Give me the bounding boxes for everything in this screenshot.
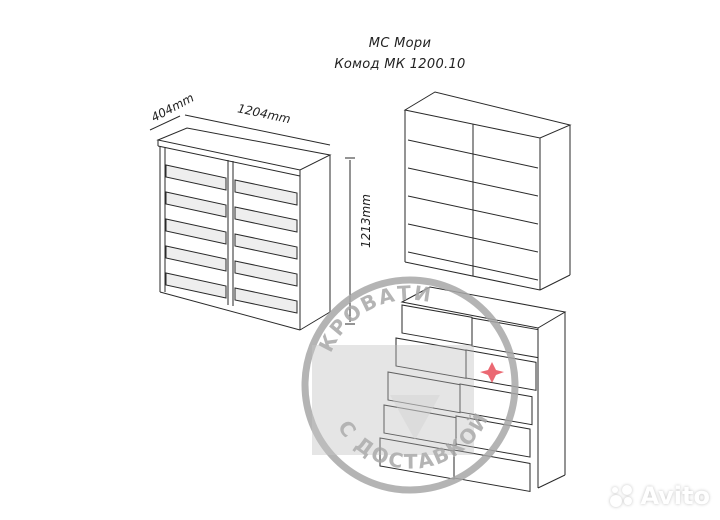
width-dimension: 1204mm — [236, 101, 292, 126]
watermark-stamp: КРОВАТИ С ДОСТАВКОЙ — [301, 276, 519, 494]
star-icon — [480, 362, 504, 383]
height-dimension: 1213mm — [359, 194, 373, 248]
dimensioned-chest-drawing — [156, 127, 332, 331]
avito-logo-text: Avito — [640, 482, 710, 510]
avito-logo: Avito — [610, 482, 710, 510]
series-title: МС Мори — [368, 36, 432, 51]
closed-chest-drawing — [403, 91, 572, 291]
avito-dots-icon — [610, 485, 636, 507]
model-title: Комод МК 1200.10 — [334, 57, 466, 72]
